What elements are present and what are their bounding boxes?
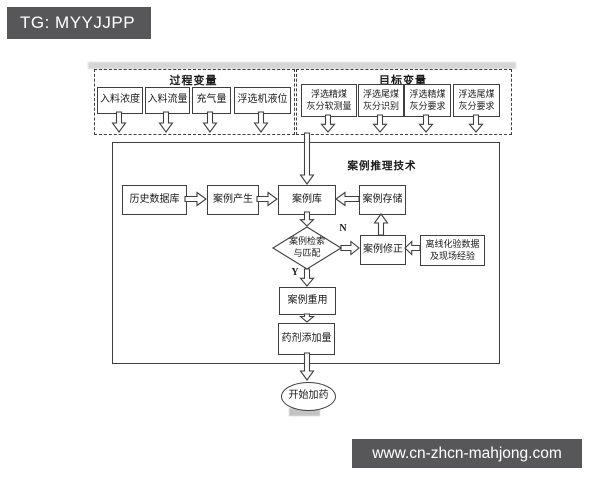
offline-data-box: 离线化验数据 及现场经验: [420, 235, 485, 266]
watermark-smudge: [289, 408, 320, 416]
feed-concentration-label: 入料浓度: [100, 94, 140, 106]
history-database-label: 历史数据库: [129, 193, 180, 205]
process-group-title: 过程变量: [169, 75, 218, 87]
footer-watermark-badge: www.cn-zhcn-mahjong.com: [352, 439, 582, 468]
branch-label-yes: Y: [291, 267, 299, 278]
case-generation-label: 案例产生: [213, 193, 253, 205]
aeration-volume-box: 充气量: [192, 87, 231, 114]
tailings-ash-requirement-box: 浮选尾煤 灰分要求: [453, 84, 500, 117]
start-dosing-oval: 开始加药: [281, 382, 336, 411]
case-library-label: 案例库: [292, 193, 322, 205]
offline-data-line2: 及现场经验: [429, 250, 475, 261]
tailings-ash-recognition-box: 浮选尾煤 灰分识别: [358, 84, 404, 117]
case-retrieval-line1: 案例检索: [288, 236, 325, 247]
concentrate-ash-softsensing-box: 浮选精煤 灰分软测量: [301, 84, 357, 117]
case-reuse-label: 案例重用: [287, 294, 328, 306]
reagent-dosage-label: 药剂添加量: [281, 332, 332, 344]
concentrate-ash-requirement-line1: 浮选精煤: [409, 89, 446, 100]
tailings-ash-recognition-line1: 浮选尾煤: [362, 89, 399, 100]
target-variables-group: [296, 69, 512, 135]
branch-label-no: N: [339, 223, 347, 234]
concentrate-ash-softsensing-line1: 浮选精煤: [310, 89, 347, 100]
case-retrieval-diamond: 案例检索 与匹配: [272, 234, 342, 262]
cbr-frame-title: 案例推理技术: [347, 161, 417, 172]
case-revision-label: 案例修正: [363, 243, 403, 255]
tailings-ash-requirement-line2: 灰分要求: [458, 100, 495, 111]
case-revision-box: 案例修正: [360, 235, 406, 265]
offline-data-line1: 离线化验数据: [425, 239, 480, 250]
feed-concentration-box: 入料浓度: [97, 87, 143, 114]
case-generation-box: 案例产生: [207, 185, 259, 215]
flotation-level-label: 浮选机液位: [237, 94, 288, 106]
header-watermark-text: TG: MYYJJPP: [20, 13, 136, 32]
start-dosing-label: 开始加药: [288, 390, 329, 402]
case-reuse-box: 案例重用: [279, 287, 336, 315]
tailings-ash-requirement-line1: 浮选尾煤: [458, 89, 495, 100]
process-variables-group: [94, 69, 295, 135]
case-storage-label: 案例存储: [362, 193, 403, 205]
concentrate-ash-requirement-box: 浮选精煤 灰分要求: [404, 84, 451, 117]
case-library-box: 案例库: [278, 185, 336, 215]
tailings-ash-recognition-line2: 灰分识别: [362, 100, 399, 111]
footer-watermark-text: www.cn-zhcn-mahjong.com: [372, 444, 562, 462]
reagent-dosage-box: 药剂添加量: [278, 323, 335, 355]
history-database-box: 历史数据库: [122, 185, 187, 215]
aeration-volume-label: 充气量: [196, 94, 227, 106]
concentrate-ash-requirement-line2: 灰分要求: [409, 100, 446, 111]
feed-flow-box: 入料流量: [145, 87, 190, 114]
header-watermark-badge: TG: MYYJJPP: [7, 7, 151, 39]
case-storage-box: 案例存储: [359, 185, 406, 215]
watermark-strip: [88, 62, 516, 69]
concentrate-ash-softsensing-line2: 灰分软测量: [306, 100, 352, 111]
flotation-level-box: 浮选机液位: [234, 87, 291, 114]
case-retrieval-line2: 与匹配: [293, 248, 321, 258]
feed-flow-label: 入料流量: [147, 94, 188, 106]
